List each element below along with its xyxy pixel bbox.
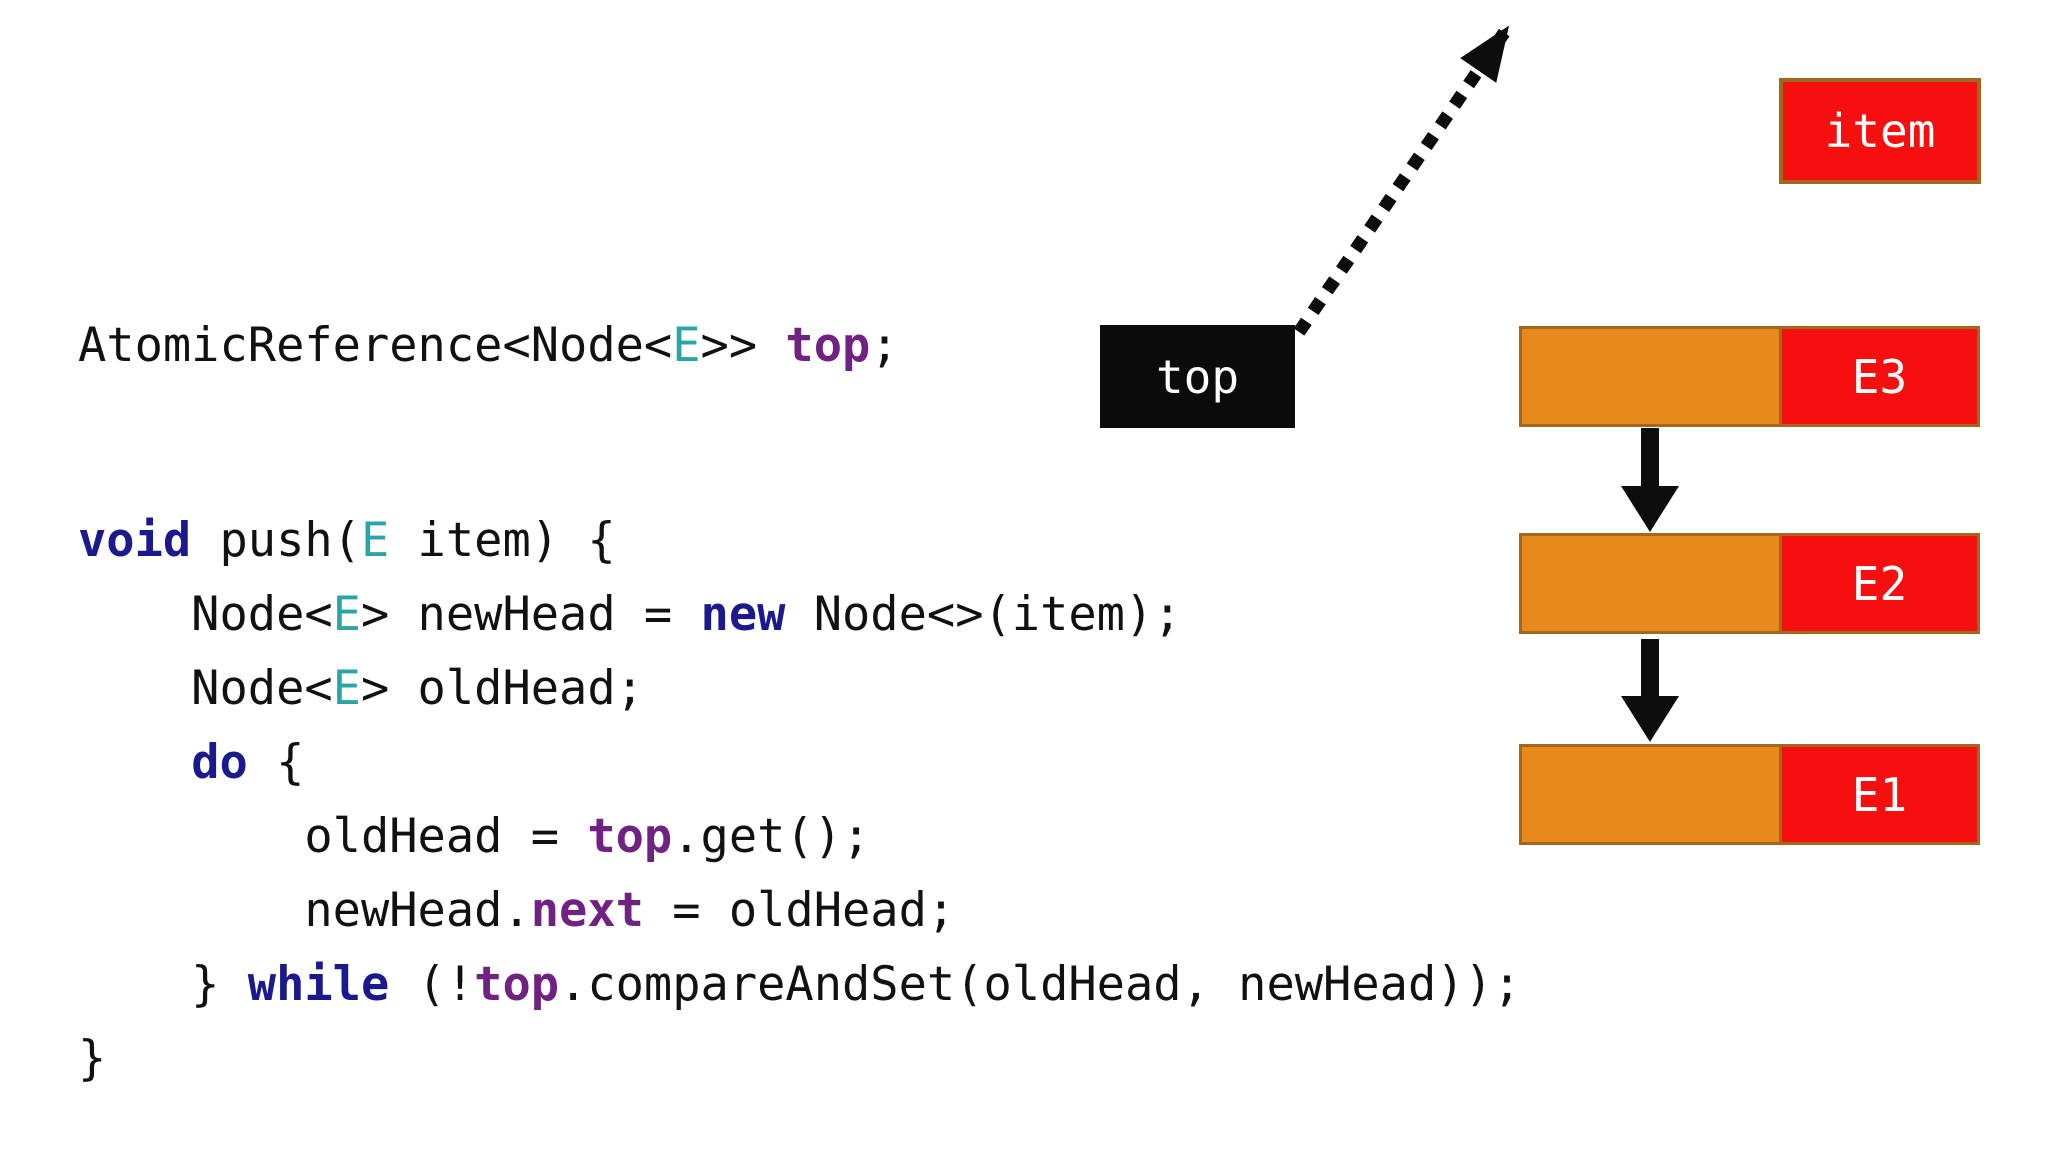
code-token-plain: >> — [700, 318, 786, 373]
item-label: item — [1824, 104, 1936, 158]
code-token-plain: Node<>(item); — [785, 587, 1182, 642]
stack-node-e1: E1 — [1519, 744, 1980, 845]
code-line: void push(E item) { — [78, 504, 1521, 578]
code-token-plain: newHead. — [78, 883, 531, 938]
code-token-field: top — [587, 809, 673, 864]
code-token-plain: (! — [389, 957, 475, 1012]
code-token-keyword: new — [700, 587, 786, 642]
code-token-plain: = oldHead; — [643, 883, 956, 938]
code-token-plain: push( — [191, 513, 361, 568]
code-token-keyword: do — [191, 735, 248, 790]
code-token-plain: } — [78, 957, 248, 1012]
code-body: void push(E item) { Node<E> newHead = ne… — [78, 504, 1521, 1096]
code-token-type: E — [332, 661, 361, 716]
code-token-plain: item) { — [389, 513, 616, 568]
code-token-plain: oldHead = — [78, 809, 588, 864]
top-pointer-box: top — [1100, 325, 1295, 428]
node-label: E1 — [1851, 767, 1908, 822]
code-line: } while (!top.compareAndSet(oldHead, new… — [78, 948, 1521, 1022]
next-arrow-e2-e1 — [1621, 639, 1679, 742]
code-token-field: top — [785, 318, 871, 373]
code-line: Node<E> oldHead; — [78, 652, 1521, 726]
code-token-plain: { — [247, 735, 305, 790]
code-token-type: E — [360, 513, 390, 568]
node-next-cell — [1522, 329, 1779, 424]
code-token-plain: .get(); — [672, 809, 871, 864]
code-line: do { — [78, 726, 1521, 800]
code-line: } — [78, 1022, 1521, 1096]
node-next-cell — [1522, 747, 1779, 842]
code-line: newHead.next = oldHead; — [78, 874, 1521, 948]
node-value-cell: E2 — [1779, 536, 1977, 631]
node-label: E3 — [1851, 349, 1908, 404]
node-label: E2 — [1851, 556, 1908, 611]
code-token-plain: .compareAndSet(oldHead, newHead)); — [559, 957, 1522, 1012]
code-token-keyword: void — [78, 513, 192, 568]
node-value-cell: E3 — [1779, 329, 1977, 424]
code-token-type: E — [672, 318, 701, 373]
code-token-plain: Node< — [78, 587, 333, 642]
code-token-plain: AtomicReference<Node< — [78, 318, 673, 373]
code-line: Node<E> newHead = new Node<>(item); — [78, 578, 1521, 652]
code-token-type: E — [332, 587, 361, 642]
next-arrow-e3-e2 — [1621, 428, 1679, 532]
code-token-plain: > oldHead; — [360, 661, 644, 716]
code-token-keyword: while — [247, 957, 390, 1012]
code-token-plain: Node< — [78, 661, 333, 716]
node-next-cell — [1522, 536, 1779, 631]
code-token-plain: > newHead = — [360, 587, 701, 642]
stack-node-e2: E2 — [1519, 533, 1980, 634]
item-box: item — [1779, 78, 1981, 184]
code-line: oldHead = top.get(); — [78, 800, 1521, 874]
code-declaration-line: AtomicReference<Node<E>> top; — [78, 309, 899, 383]
top-pointer-dashed-arrow — [1293, 25, 1512, 336]
code-token-field: next — [530, 883, 644, 938]
stack-node-e3: E3 — [1519, 326, 1980, 427]
node-value-cell: E1 — [1779, 747, 1977, 842]
top-pointer-label: top — [1155, 349, 1240, 404]
code-token-plain: ; — [870, 318, 899, 373]
code-token-field: top — [474, 957, 560, 1012]
code-token-plain: } — [78, 1031, 107, 1086]
